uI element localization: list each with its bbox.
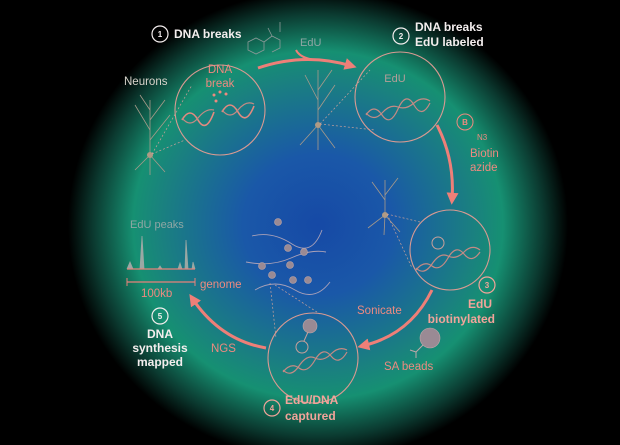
dna-helix-icon [181, 104, 255, 127]
edu-labeled-zoom-circle [354, 51, 446, 143]
dna-helix-icon [282, 351, 348, 373]
zoom-line [386, 213, 421, 269]
edu-peaks-label: EdU peaks [130, 219, 184, 231]
step-number: 1 [158, 30, 163, 39]
biotin-symbol: B [462, 118, 468, 127]
biotin-tag-icon [431, 236, 445, 250]
neurons-label: Neurons [124, 76, 168, 88]
step-3-label: 3 EdU biotinylated [428, 276, 496, 326]
dna-fragments-icon [245, 218, 331, 295]
zoom-line [151, 84, 193, 155]
sonicate-label: Sonicate [357, 305, 402, 317]
step-title: DNA breaks [174, 27, 242, 41]
neuron-icon [299, 69, 336, 150]
dna-helix-icon [415, 249, 481, 271]
step-5-label: 5 DNA synthesis mapped [132, 307, 188, 369]
link-line [303, 331, 309, 342]
edu-input-arrow [295, 49, 316, 61]
arrow-step1-to-step2 [257, 58, 357, 70]
step-title: EdU labeled [415, 35, 484, 49]
ngs-label: NGS [211, 343, 236, 355]
captured-zoom-circle [267, 312, 359, 404]
zoom-line [269, 282, 321, 339]
dna-break-zoom-circle [174, 64, 266, 156]
biotin-tag-icon [295, 340, 309, 354]
arrow-step3-to-step4 [357, 289, 434, 351]
biotinylated-zoom-circle [409, 209, 491, 291]
step-number-badge [151, 307, 169, 325]
step-title: DNA breaks [415, 20, 483, 34]
sa-bead-icon [409, 327, 441, 358]
step-title: EdU [468, 297, 492, 311]
azide-label: N3 [477, 133, 488, 142]
dna-break-fragments-icon [212, 90, 228, 103]
step-number: 4 [270, 404, 275, 413]
scale-bar [126, 278, 196, 286]
dna-helix-icon [282, 348, 348, 374]
edu-in-circle-label: EdU [384, 73, 405, 85]
biotin-icon [456, 113, 474, 131]
step-2-label: 2 DNA breaks EdU labeled [392, 20, 484, 49]
sa-beads-label: SA beads [384, 361, 433, 373]
step-number: 5 [158, 312, 163, 321]
dna-helix-icon [365, 98, 431, 119]
step-number: 3 [485, 281, 490, 290]
step-number: 2 [399, 32, 404, 41]
arrow-step4-to-step5 [189, 294, 267, 350]
zoom-line [319, 69, 376, 131]
step-title: EdU/DNA [285, 393, 339, 407]
step-title: synthesis [132, 341, 188, 355]
step-title: captured [285, 409, 336, 423]
dna-break-label: break [206, 78, 235, 90]
arrow-step2-to-step3 [435, 124, 459, 205]
edu-molecule-icon [247, 22, 281, 55]
biotin-azide-label: azide [470, 162, 498, 174]
step-number-badge [263, 399, 281, 417]
step-title: biotinylated [428, 312, 495, 326]
neuron-icon [367, 177, 401, 236]
step-4-label: 4 EdU/DNA captured [263, 393, 339, 423]
sa-bead-icon [302, 318, 318, 334]
neuron-icon [134, 94, 171, 175]
dna-helix-icon [365, 98, 431, 121]
step-1-label: 1 DNA breaks [151, 25, 242, 43]
scale-label: 100kb [141, 288, 172, 300]
dna-helix-icon [181, 102, 255, 124]
step-number-badge [478, 276, 496, 294]
edu-peaks-track [126, 235, 196, 270]
step-number-badge [151, 25, 169, 43]
edu-label: EdU [300, 37, 321, 49]
step-title: mapped [137, 355, 183, 369]
step-title: DNA [147, 327, 173, 341]
genome-label: genome [200, 279, 242, 291]
step-number-badge [392, 27, 410, 45]
dna-break-label: DNA [208, 64, 233, 76]
biotin-azide-label: Biotin [470, 148, 499, 160]
dna-helix-icon [415, 246, 481, 272]
